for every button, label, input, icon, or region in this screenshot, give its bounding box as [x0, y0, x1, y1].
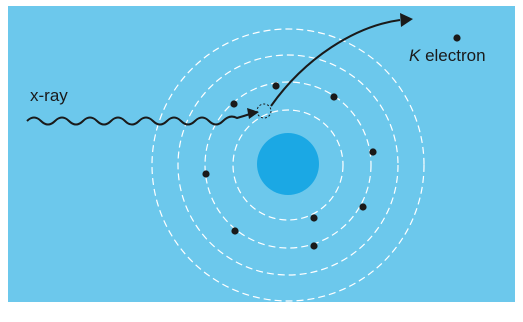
shell-n	[151, 28, 425, 302]
electron	[369, 148, 377, 156]
k-electron-label: K electron	[409, 46, 486, 66]
shell-l	[204, 81, 372, 249]
x-ray-arrowhead	[247, 108, 259, 119]
electron	[230, 100, 238, 108]
electron	[272, 82, 280, 90]
electron	[359, 203, 367, 211]
electron	[231, 227, 239, 235]
electron	[310, 214, 318, 222]
electron	[310, 242, 318, 250]
k-shell-symbol: K	[409, 46, 421, 65]
x-ray-wave	[26, 113, 251, 126]
electron	[330, 93, 338, 101]
electron-word: electron	[425, 46, 486, 65]
electron-shells	[151, 28, 425, 302]
electron	[202, 170, 210, 178]
nucleus	[257, 133, 319, 195]
shell-m	[177, 54, 399, 276]
x-ray-label: x-ray	[30, 86, 68, 105]
vacancy-marker	[256, 103, 272, 119]
electrons	[202, 34, 461, 250]
ejection-arrowhead	[400, 13, 413, 27]
ejection-path	[270, 19, 401, 107]
ejected-k-electron	[453, 34, 461, 42]
shell-k	[232, 109, 344, 221]
